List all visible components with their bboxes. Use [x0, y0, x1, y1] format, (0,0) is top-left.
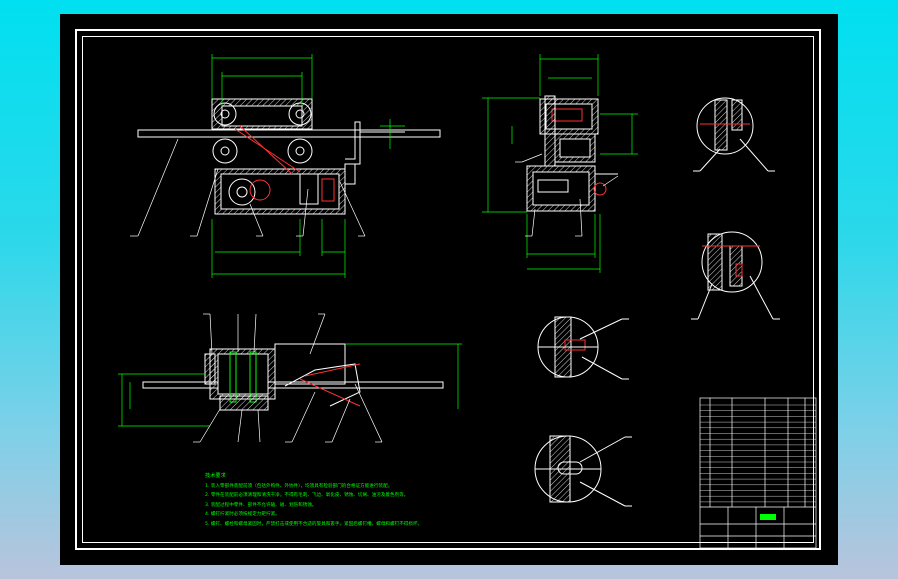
detail-circle-mid-right	[691, 231, 780, 320]
drawing-sheet: 技术要求 1. 装入零部件装配前须（包括外购件、外协件），均须具有检验部门的合格…	[60, 14, 838, 565]
front-view	[137, 98, 441, 215]
title-block-rows	[700, 404, 816, 503]
notes-title: 技术要求	[205, 473, 226, 479]
note-line-3: 3. 装配过程中零件、部件不允许磕、碰、划伤和锈蚀。	[205, 502, 317, 508]
note-line-5: 5. 螺钉、螺栓和螺母紧固时，严禁打击或使用不合适的旋具和扳手。紧固后螺钉槽、螺…	[205, 521, 423, 527]
front-view-leaders	[130, 138, 366, 237]
side-view	[526, 95, 618, 212]
top-view-leaders	[193, 313, 383, 443]
detail-circle-top-right	[693, 97, 775, 172]
drawing-border	[75, 29, 821, 550]
technical-notes: 技术要求 1. 装入零部件装配前须（包括外购件、外协件），均须具有检验部门的合格…	[205, 472, 422, 530]
top-view	[142, 343, 444, 411]
detail-circle-mid-center	[537, 316, 629, 380]
front-view-dimensions	[211, 54, 405, 278]
note-line-2: 2. 零件在装配前必须清理和清洗干净，不得有毛刺、飞边、氧化皮、锈蚀、切屑、油污…	[205, 493, 409, 499]
note-line-1: 1. 装入零部件装配前须（包括外购件、外协件），均须具有检验部门的合格证方能进行…	[205, 483, 393, 489]
inner-border	[82, 36, 814, 543]
detail-circle-bottom-center	[534, 435, 632, 507]
title-block	[699, 397, 817, 549]
note-line-4: 4. 螺钉拧紧时必须按规定力矩拧紧。	[205, 512, 280, 518]
side-view-leaders	[515, 153, 619, 237]
side-view-dimensions	[482, 54, 638, 273]
cad-drawing	[118, 54, 817, 549]
top-view-dimensions	[118, 343, 462, 427]
